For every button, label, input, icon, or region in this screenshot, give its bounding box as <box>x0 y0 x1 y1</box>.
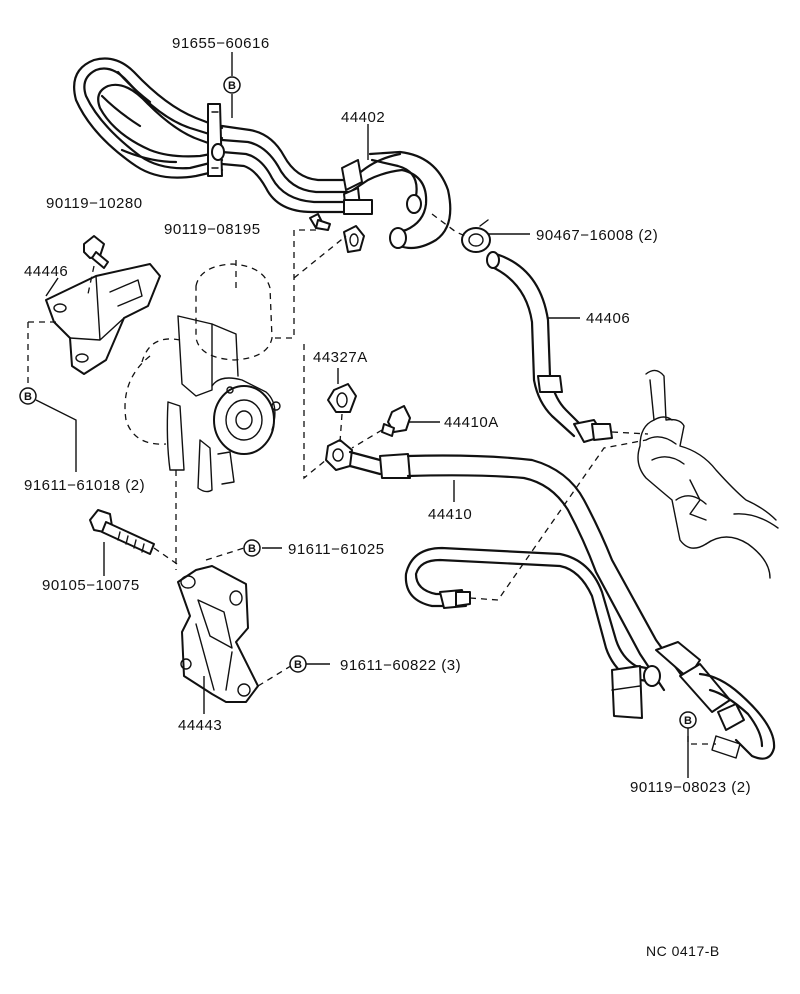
label-90467-16008: 90467−16008 (2) <box>536 227 658 244</box>
bolt-90119-10280 <box>83 235 109 269</box>
marker-b-91655: B <box>223 76 241 94</box>
clamp-small <box>343 225 365 253</box>
dashed-assembly-lines <box>27 213 716 745</box>
label-90119-08195: 90119−08195 <box>164 221 261 238</box>
label-90105-10075: 90105−10075 <box>42 577 140 594</box>
svg-text:B: B <box>294 659 302 671</box>
bolt-90105-10075 <box>89 509 155 555</box>
marker-b-91611-60822: B <box>289 655 307 673</box>
svg-text:B: B <box>684 715 692 727</box>
label-44406: 44406 <box>586 310 630 327</box>
return-tube <box>404 546 661 719</box>
label-44327a: 44327A <box>313 349 368 366</box>
bolt-90119-08195 <box>309 213 331 231</box>
label-90119-08023: 90119−08023 (2) <box>630 779 751 796</box>
bracket-44446 <box>45 263 161 375</box>
svg-text:B: B <box>228 80 236 92</box>
label-91611-61018: 91611−61018 (2) <box>24 477 145 494</box>
union-44410a <box>381 405 411 437</box>
label-44443: 44443 <box>178 717 222 734</box>
label-44402: 44402 <box>341 109 385 126</box>
svg-text:B: B <box>24 391 32 403</box>
hose-clamp-90467 <box>461 219 491 253</box>
label-leaders <box>35 52 689 778</box>
svg-text:B: B <box>248 543 256 555</box>
clamp-44327a <box>327 383 357 413</box>
power-steering-pump <box>124 260 281 493</box>
pressure-hose-44410 <box>325 439 776 760</box>
pressure-hose-44406 <box>486 251 613 443</box>
reference-code: NC 0417-B <box>646 943 720 959</box>
marker-b-91611-61025: B <box>243 539 261 557</box>
label-91611-61025: 91611−61025 <box>288 541 385 558</box>
steering-gear-housing <box>637 369 779 579</box>
marker-b-90119-08023: B <box>679 711 697 729</box>
label-90119-10280: 90119−10280 <box>46 195 143 212</box>
oil-cooler-tube-assembly <box>73 57 452 250</box>
label-91655-60616: 91655−60616 <box>172 35 270 52</box>
label-44410: 44410 <box>428 506 472 523</box>
marker-b-91611-61018: B <box>19 387 37 405</box>
label-44446: 44446 <box>24 263 68 280</box>
bracket-44443 <box>177 565 259 703</box>
label-91611-60822: 91611−60822 (3) <box>340 657 461 674</box>
label-44410a: 44410A <box>444 414 499 431</box>
